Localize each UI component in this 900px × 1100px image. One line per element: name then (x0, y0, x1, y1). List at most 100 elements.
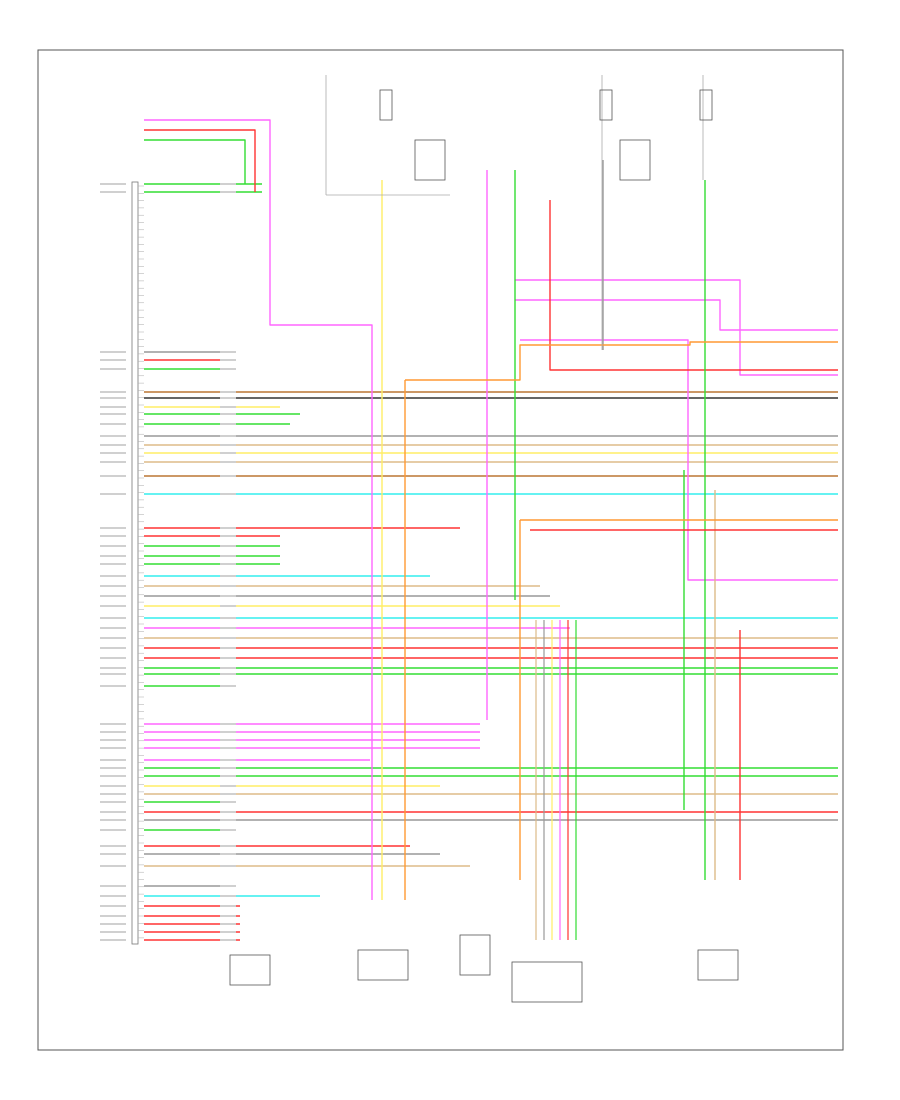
pin-label-right-50 (220, 895, 236, 897)
fuel-pump-module-box (511, 961, 583, 1003)
pin-label-right-3 (220, 359, 236, 361)
pin-label-left-55 (100, 939, 126, 941)
pin-label-left-51 (100, 905, 126, 907)
pin-label-left-19 (100, 555, 126, 557)
diagram-frame (37, 49, 844, 1051)
pin-label-right-8 (220, 413, 236, 415)
pin-label-right-12 (220, 452, 236, 454)
pin-label-right-4 (220, 368, 236, 370)
pin-label-right-13 (220, 461, 236, 463)
fuse-1 (379, 89, 393, 121)
pin-label-right-10 (220, 435, 236, 437)
pin-label-left-45 (100, 829, 126, 831)
pin-label-left-28 (100, 647, 126, 649)
pin-label-right-37 (220, 759, 236, 761)
wire-58 (144, 129, 256, 192)
pin-label-right-16 (220, 527, 236, 529)
pcm-connector (131, 181, 139, 945)
pin-label-left-6 (100, 397, 126, 399)
pin-label-right-53 (220, 923, 236, 925)
pin-label-left-43 (100, 811, 126, 813)
pin-label-left-17 (100, 535, 126, 537)
pin-label-left-41 (100, 793, 126, 795)
wire-62 (520, 339, 838, 581)
pin-label-left-24 (100, 605, 126, 607)
pin-label-right-52 (220, 915, 236, 917)
wire-67 (549, 200, 838, 371)
pin-label-left-32 (100, 685, 126, 687)
fuse-2 (599, 89, 613, 121)
pin-label-right-33 (220, 723, 236, 725)
pin-label-left-8 (100, 413, 126, 415)
pin-label-left-34 (100, 731, 126, 733)
pin-label-left-54 (100, 931, 126, 933)
pin-label-left-1 (100, 191, 126, 193)
pin-label-right-38 (220, 767, 236, 769)
pin-label-left-13 (100, 461, 126, 463)
fuse-3 (699, 89, 713, 121)
pin-label-right-31 (220, 673, 236, 675)
pin-label-left-53 (100, 923, 126, 925)
pin-label-left-18 (100, 545, 126, 547)
pin-label-left-42 (100, 801, 126, 803)
pin-label-right-19 (220, 555, 236, 557)
relay-2 (619, 139, 651, 181)
pin-label-right-35 (220, 739, 236, 741)
pin-label-right-48 (220, 865, 236, 867)
pin-label-right-46 (220, 845, 236, 847)
pin-label-right-42 (220, 801, 236, 803)
pin-label-right-36 (220, 747, 236, 749)
pin-label-right-14 (220, 475, 236, 477)
pin-label-left-48 (100, 865, 126, 867)
pin-label-right-27 (220, 637, 236, 639)
pin-label-right-2 (220, 351, 236, 353)
wire-61 (515, 299, 838, 331)
pin-label-left-20 (100, 563, 126, 565)
pin-label-left-2 (100, 351, 126, 353)
pin-label-right-18 (220, 545, 236, 547)
pin-label-right-34 (220, 731, 236, 733)
pin-label-left-3 (100, 359, 126, 361)
pin-label-left-27 (100, 637, 126, 639)
injector-resistor-box (229, 954, 271, 986)
pin-label-left-9 (100, 423, 126, 425)
pin-label-left-49 (100, 885, 126, 887)
pin-label-left-52 (100, 915, 126, 917)
pin-label-left-10 (100, 435, 126, 437)
pin-label-left-47 (100, 853, 126, 855)
wire-60 (515, 279, 838, 376)
pin-label-left-46 (100, 845, 126, 847)
pin-label-right-1 (220, 191, 236, 193)
pin-label-right-30 (220, 667, 236, 669)
pin-label-right-6 (220, 397, 236, 399)
pin-label-right-20 (220, 563, 236, 565)
pin-label-left-4 (100, 368, 126, 370)
pin-label-left-50 (100, 895, 126, 897)
pin-label-right-25 (220, 617, 236, 619)
pin-label-left-11 (100, 444, 126, 446)
pin-label-left-5 (100, 391, 126, 393)
pin-label-left-15 (100, 493, 126, 495)
pin-label-left-33 (100, 723, 126, 725)
pin-label-left-26 (100, 627, 126, 629)
pin-label-right-39 (220, 775, 236, 777)
wire-59 (144, 139, 246, 184)
pin-label-right-22 (220, 585, 236, 587)
pin-label-left-39 (100, 775, 126, 777)
pin-label-left-0 (100, 183, 126, 185)
wire-73 (405, 341, 838, 381)
pin-label-right-44 (220, 819, 236, 821)
pin-label-left-30 (100, 667, 126, 669)
pin-label-right-23 (220, 595, 236, 597)
pin-label-left-7 (100, 406, 126, 408)
pin-label-left-29 (100, 657, 126, 659)
pin-label-left-14 (100, 475, 126, 477)
pin-label-right-49 (220, 885, 236, 887)
pin-label-left-38 (100, 767, 126, 769)
pin-label-right-40 (220, 785, 236, 787)
pin-label-right-47 (220, 853, 236, 855)
pin-label-left-12 (100, 452, 126, 454)
pin-label-left-16 (100, 527, 126, 529)
relay-1 (414, 139, 446, 181)
